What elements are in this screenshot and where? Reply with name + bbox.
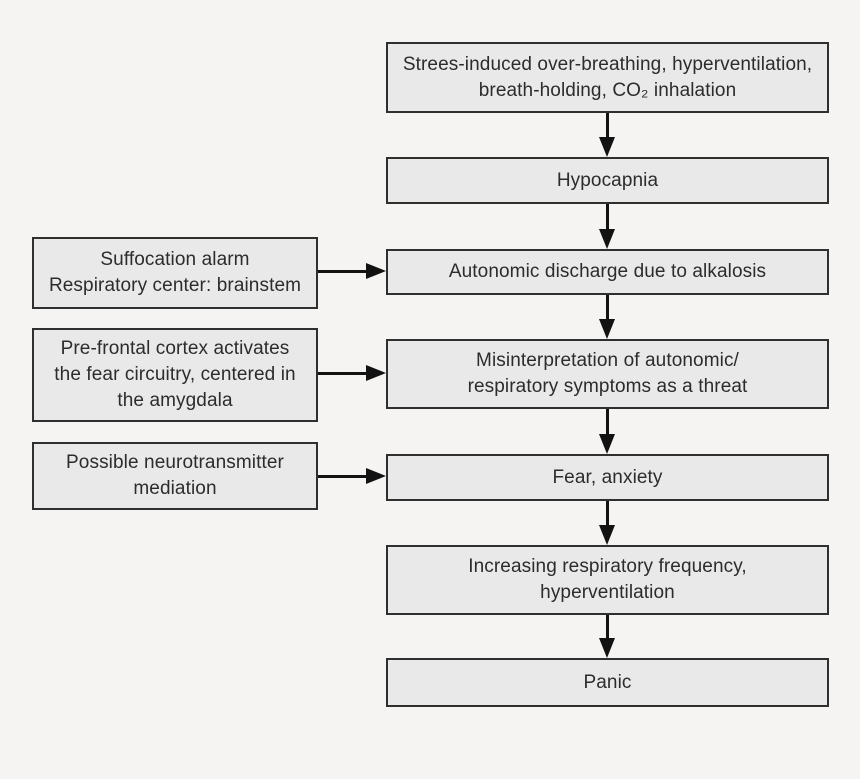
flow-node-increasing-respiratory-frequency: Increasing respiratory frequency, hyperv… — [386, 545, 829, 615]
side-node-text: Suffocation alarm — [100, 249, 250, 270]
flow-node-text: Strees-induced over-breathing, hypervent… — [402, 53, 813, 75]
arrow-head-icon — [599, 525, 615, 545]
flow-node-panic: Panic — [386, 658, 829, 707]
side-node-text: Respiratory center: brainstem — [48, 275, 302, 296]
arrow-shaft — [318, 270, 368, 273]
side-node-suffocation-alarm: Suffocation alarm Respiratory center: br… — [32, 237, 318, 309]
flow-node-text: breath-holding, CO₂ inhalation — [478, 79, 737, 101]
arrow-shaft — [606, 501, 609, 527]
right-arrow — [318, 263, 386, 280]
flow-node-text: Misinterpretation of autonomic/ — [476, 350, 739, 371]
flow-node-text: Autonomic discharge due to alkalosis — [448, 261, 767, 282]
flow-node-hypocapnia: Hypocapnia — [386, 157, 829, 204]
arrow-head-icon — [366, 365, 386, 381]
arrow-shaft — [606, 295, 609, 321]
arrow-shaft — [318, 475, 368, 478]
arrow-head-icon — [366, 468, 386, 484]
arrow-shaft — [606, 409, 609, 436]
down-arrow — [599, 113, 616, 157]
arrow-shaft — [606, 113, 609, 139]
arrow-head-icon — [599, 137, 615, 157]
arrow-shaft — [606, 615, 609, 640]
arrow-head-icon — [599, 319, 615, 339]
flow-node-text: Panic — [583, 671, 632, 693]
flow-node-text: Fear, anxiety — [552, 466, 663, 488]
side-node-text: Pre-frontal cortex activates — [60, 338, 290, 359]
side-node-text: mediation — [133, 478, 217, 499]
flow-node-autonomic-discharge: Autonomic discharge due to alkalosis — [386, 249, 829, 295]
side-node-text: Possible neurotransmitter — [66, 452, 284, 473]
flow-node-misinterpretation: Misinterpretation of autonomic/ respirat… — [386, 339, 829, 409]
side-node-prefrontal-cortex: Pre-frontal cortex activates the fear ci… — [32, 328, 318, 422]
down-arrow — [599, 615, 616, 658]
flow-node-text: respiratory symptoms as a threat — [467, 376, 748, 397]
arrow-head-icon — [599, 434, 615, 454]
flow-node-text: hyperventilation — [540, 582, 675, 603]
side-node-neurotransmitter-mediation: Possible neurotransmitter mediation — [32, 442, 318, 510]
side-node-text: the fear circuitry, centered in — [54, 364, 296, 385]
flow-node-text: Increasing respiratory frequency, — [468, 556, 747, 577]
arrow-shaft — [318, 372, 368, 375]
flow-node-text: Hypocapnia — [556, 169, 659, 191]
arrow-shaft — [606, 204, 609, 231]
down-arrow — [599, 501, 616, 545]
flow-node-fear-anxiety: Fear, anxiety — [386, 454, 829, 501]
right-arrow — [318, 468, 386, 485]
down-arrow — [599, 295, 616, 339]
down-arrow — [599, 204, 616, 249]
arrow-head-icon — [599, 638, 615, 658]
flow-node-stress-input: Strees-induced over-breathing, hypervent… — [386, 42, 829, 113]
down-arrow — [599, 409, 616, 454]
arrow-head-icon — [366, 263, 386, 279]
right-arrow — [318, 365, 386, 382]
side-node-text: the amygdala — [117, 390, 233, 411]
arrow-head-icon — [599, 229, 615, 249]
